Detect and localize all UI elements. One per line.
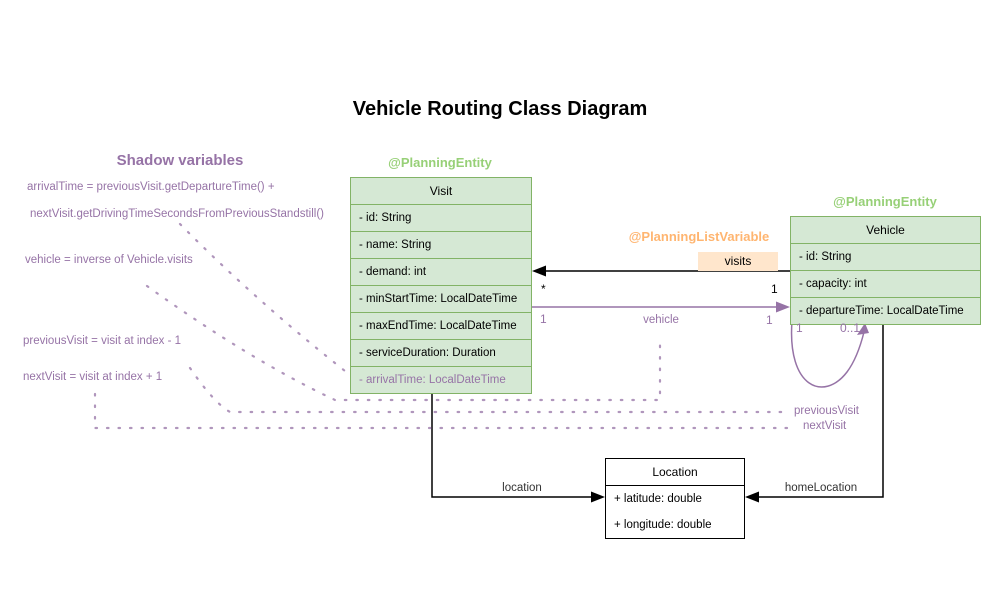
visit-chain-mult-start: 1 <box>796 321 803 335</box>
vehicle-class-name: Vehicle <box>866 223 905 237</box>
home-location-edge-label: homeLocation <box>784 482 858 494</box>
visit-class-name: Visit <box>429 184 453 198</box>
vehicle-edge-arrowhead <box>776 301 790 313</box>
visits-edge-label: visits <box>698 252 778 271</box>
visit-attr-demand: - demand: int <box>351 258 531 285</box>
location-edge-arrowhead <box>591 491 605 503</box>
planning-list-variable-annotation: @PlanningListVariable <box>628 229 770 244</box>
shadow-line-arrivaltime-2: nextVisit.getDrivingTimeSecondsFromPrevi… <box>30 208 324 220</box>
location-class-box: Location + latitude: double + longitude:… <box>605 458 745 539</box>
vehicle-mult-visit-side: 1 <box>540 312 547 326</box>
vehicle-planning-entity-annotation: @PlanningEntity <box>833 194 937 209</box>
home-location-edge-arrowhead <box>745 491 759 503</box>
vehicle-edge-label: vehicle <box>643 314 679 326</box>
nextvisit-label: nextVisit <box>803 420 847 432</box>
visits-edge-arrowhead <box>532 265 546 277</box>
visit-attr-name: - name: String <box>351 231 531 258</box>
visit-planning-entity-annotation: @PlanningEntity <box>388 155 492 170</box>
previousvisit-label: previousVisit <box>794 405 859 417</box>
visit-attr-maxendtime: - maxEndTime: LocalDateTime <box>351 312 531 339</box>
vehicle-class-box: Vehicle - id: String - capacity: int - d… <box>790 216 981 325</box>
visit-attr-arrivaltime: - arrivalTime: LocalDateTime <box>351 366 531 393</box>
location-edge-label: location <box>502 482 542 494</box>
visit-attr-serviceduration: - serviceDuration: Duration <box>351 339 531 366</box>
shadow-line-vehicle: vehicle = inverse of Vehicle.visits <box>25 254 193 266</box>
visit-attr-id: - id: String <box>351 204 531 231</box>
location-attr-latitude: + latitude: double <box>606 485 744 512</box>
vehicle-attr-departuretime: - departureTime: LocalDateTime <box>791 297 980 324</box>
dotted-link-nextvisit <box>93 392 797 430</box>
shadow-line-arrivaltime-1: arrivalTime = previousVisit.getDeparture… <box>27 181 275 193</box>
location-edge <box>431 385 591 498</box>
visits-mult-visit-side: * <box>541 282 546 296</box>
visit-chain-mult-end: 0..1 <box>840 321 861 335</box>
visit-attr-minstarttime: - minStartTime: LocalDateTime <box>351 285 531 312</box>
shadow-line-previousvisit: previousVisit = visit at index - 1 <box>23 335 181 347</box>
vehicle-attr-capacity: - capacity: int <box>791 270 980 297</box>
shadow-line-nextvisit: nextVisit = visit at index + 1 <box>23 371 163 383</box>
vehicle-attr-id: - id: String <box>791 243 980 270</box>
visits-mult-vehicle-side: 1 <box>771 282 778 296</box>
shadow-variables-heading: Shadow variables <box>116 152 244 169</box>
visit-class-box: Visit - id: String - name: String - dema… <box>350 177 532 394</box>
vehicle-mult-vehicle-side: 1 <box>766 313 773 327</box>
location-class-name: Location <box>652 465 698 479</box>
page-title: Vehicle Routing Class Diagram <box>352 98 648 120</box>
dotted-link-arrivaltime <box>178 222 347 373</box>
location-attr-longitude: + longitude: double <box>614 519 712 531</box>
